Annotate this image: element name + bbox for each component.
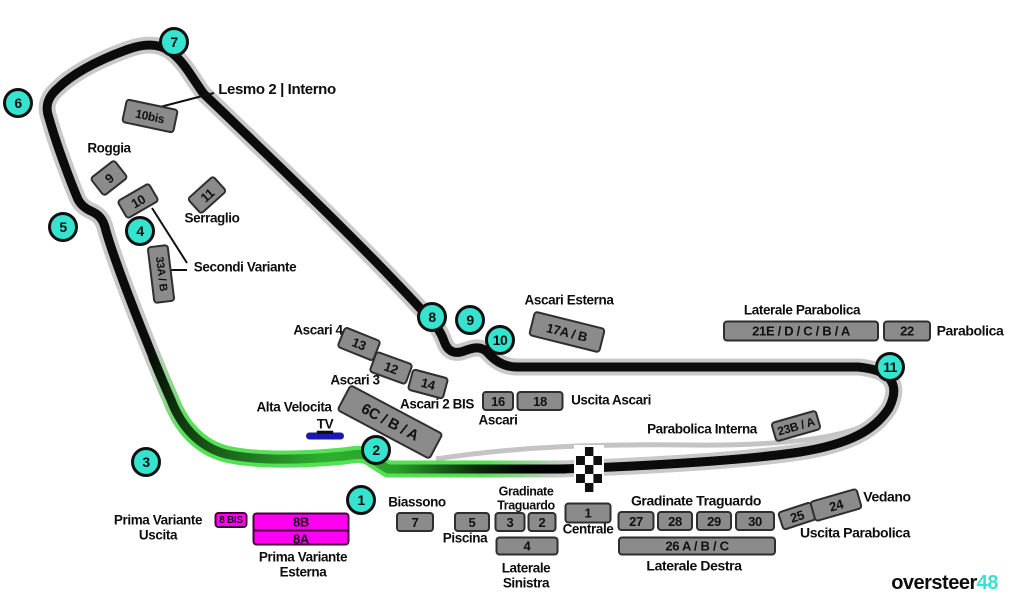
brand-number: 48 xyxy=(976,572,999,594)
tv-marker xyxy=(306,432,344,440)
label-ascari-4: Ascari 4 xyxy=(293,322,343,338)
turn-marker-1: 1 xyxy=(346,485,376,515)
label-laterale-parabolica: Laterale Parabolica xyxy=(743,302,861,318)
label-vedano: Vedano xyxy=(863,488,911,505)
grandstand-28: 28 xyxy=(657,511,693,531)
turn-marker-5: 5 xyxy=(48,212,78,242)
brand-name: oversteer xyxy=(891,572,977,594)
label-piscina: Piscina xyxy=(442,530,488,546)
label-ascari-3: Ascari 3 xyxy=(330,372,380,388)
turn-marker-10: 10 xyxy=(485,325,515,355)
label-lesmo: Lesmo 2 | Interno xyxy=(218,80,336,98)
grandstand-1: 1 xyxy=(564,502,612,524)
secondi-leader-line-1 xyxy=(151,207,188,264)
label-parabolica-interna: Parabolica Interna xyxy=(647,421,757,437)
label-ascari-2-bis: Ascari 2 BIS xyxy=(400,396,474,412)
grandstand-18: 18 xyxy=(516,391,564,411)
grandstand-21: 21E / D / C / B / A xyxy=(723,320,879,342)
start-finish-flag xyxy=(574,445,604,494)
label-roggia: Roggia xyxy=(87,140,131,156)
label-laterale-destra: Laterale Destra xyxy=(646,557,742,574)
grandstand-4: 4 xyxy=(495,536,559,556)
turn-marker-4: 4 xyxy=(125,216,155,246)
turn-marker-9: 9 xyxy=(455,305,485,335)
grandstand-27: 27 xyxy=(617,511,655,531)
turn-marker-6: 6 xyxy=(3,88,33,118)
label-serraglio: Serraglio xyxy=(184,210,240,226)
label-centrale: Centrale xyxy=(562,521,614,537)
grandstand-5: 5 xyxy=(454,512,490,532)
grandstand-2: 2 xyxy=(527,512,557,532)
brand-logo: oversteer48 xyxy=(891,572,998,595)
label-uscita-parabolica: Uscita Parabolica xyxy=(800,524,910,541)
label-parabolica: Parabolica xyxy=(936,322,1004,339)
label-laterale-sinistra: Laterale Sinistra xyxy=(501,560,551,590)
turn-marker-2: 2 xyxy=(361,435,391,465)
grandstand-29: 29 xyxy=(696,511,732,531)
label-ascari-esterna: Ascari Esterna xyxy=(524,292,614,308)
grandstand-30: 30 xyxy=(735,511,775,531)
grandstand-22: 22 xyxy=(883,320,931,342)
turn-marker-3: 3 xyxy=(131,447,161,477)
label-tv: TV xyxy=(316,416,334,432)
turn-marker-8: 8 xyxy=(417,302,447,332)
label-prima-variante-esterna: Prima Variante Esterna xyxy=(258,549,348,579)
label-gradinate-traguardo-sx: Gradinate Traguardo xyxy=(497,484,555,512)
grandstand-7: 7 xyxy=(396,512,434,532)
label-prima-variante-uscita: Prima Variante Uscita xyxy=(113,512,203,542)
label-biassono: Biassono xyxy=(388,494,446,510)
grandstand-8bis: 8 BIS xyxy=(214,512,248,528)
label-ascari: Ascari xyxy=(478,412,518,428)
turn-marker-11: 11 xyxy=(875,352,905,382)
pit-lane xyxy=(435,416,878,462)
turn-marker-7: 7 xyxy=(159,27,189,57)
lesmo-leader-line xyxy=(159,92,215,108)
label-alta-velocita: Alta Velocita xyxy=(256,399,332,415)
grandstand-26abc: 26 A / B / C xyxy=(618,536,776,556)
grandstand-3: 3 xyxy=(494,512,526,532)
label-secondi-variante: Secondi Variante xyxy=(193,259,297,275)
grandstand-16: 16 xyxy=(482,391,514,411)
label-gradinate-traguardo-dx: Gradinate Traguardo xyxy=(630,492,762,509)
label-uscita-ascari: Uscita Ascari xyxy=(571,392,651,408)
